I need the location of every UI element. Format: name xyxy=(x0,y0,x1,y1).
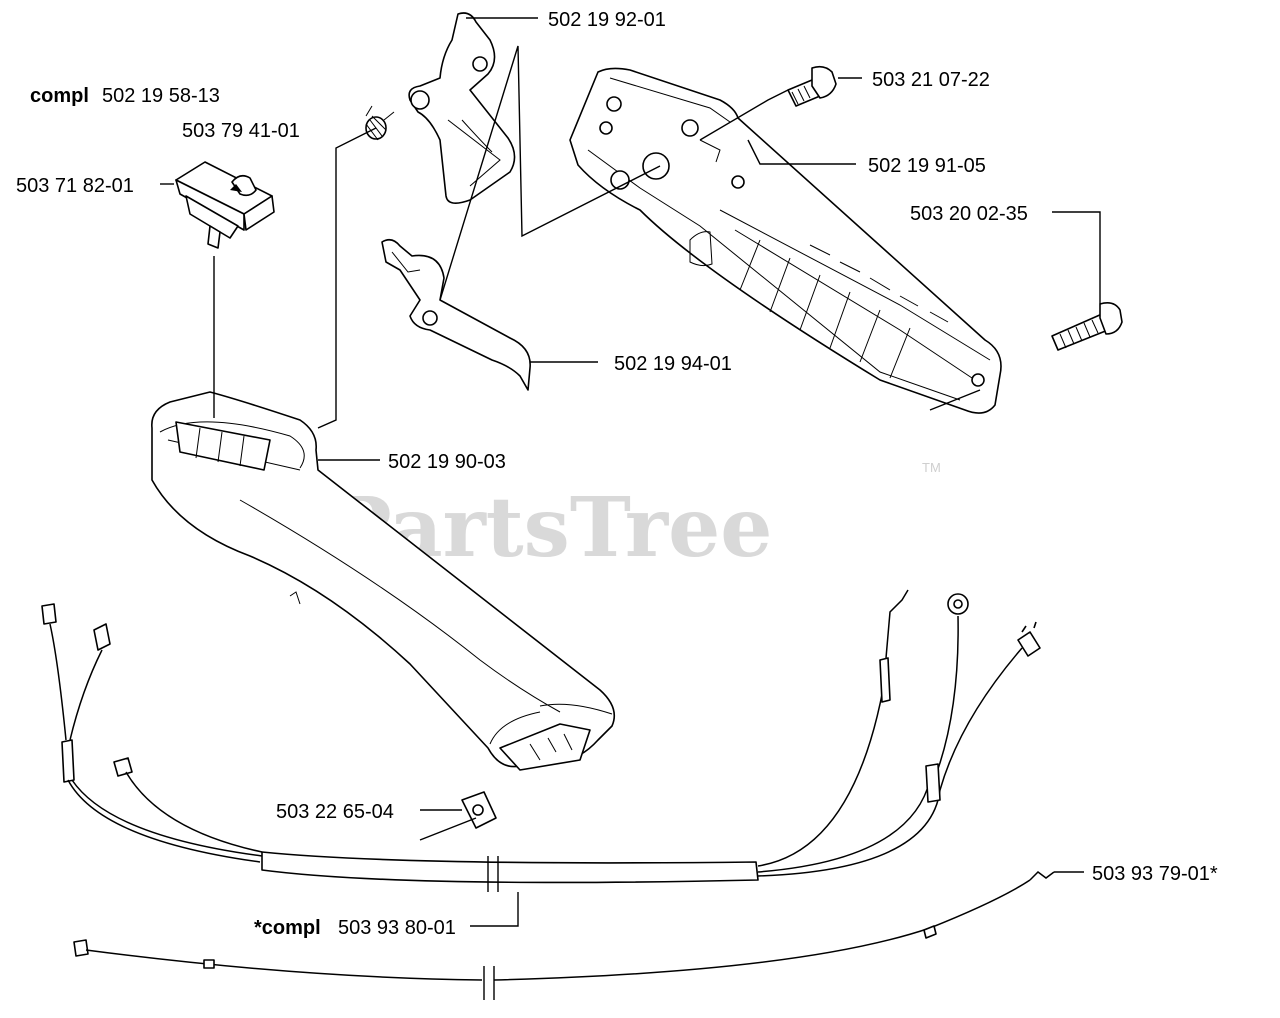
label-502-19-58-13: 502 19 58-13 xyxy=(102,85,220,107)
label-503-20-02-35: 503 20 02-35 xyxy=(910,203,1028,225)
label-502-19-94-01: 502 19 94-01 xyxy=(614,353,732,375)
part-labels: 502 19 92-01 compl 502 19 58-13 503 21 0… xyxy=(16,9,1218,939)
spring xyxy=(365,105,395,141)
nut xyxy=(461,791,497,829)
label-compl-prefix-502-19-58-13: compl xyxy=(30,85,89,107)
label-503-93-80-01: 503 93 80-01 xyxy=(338,917,456,939)
throttle-cable xyxy=(73,871,1055,1000)
label-503-22-65-04: 503 22 65-04 xyxy=(276,801,394,823)
label-503-71-82-01: 503 71 82-01 xyxy=(16,175,134,197)
label-503-79-41-01: 503 79 41-01 xyxy=(182,120,300,142)
handle-housing xyxy=(151,391,616,771)
label-502-19-90-03: 502 19 90-03 xyxy=(388,451,506,473)
handle-half-right xyxy=(569,67,1002,414)
label-502-19-91-05: 502 19 91-05 xyxy=(868,155,986,177)
throttle-lock-lever xyxy=(408,12,516,204)
leader-lines xyxy=(160,17,1101,927)
throttle-trigger xyxy=(381,238,531,391)
stop-switch xyxy=(175,161,275,249)
watermark-trademark: TM xyxy=(922,460,941,475)
label-compl-prefix-503-93-80-01: *compl xyxy=(254,917,321,939)
wire-harness xyxy=(41,589,1041,892)
label-503-93-79-01: 503 93 79-01* xyxy=(1092,863,1218,885)
screw-long xyxy=(1051,302,1123,351)
label-503-21-07-22: 503 21 07-22 xyxy=(872,69,990,91)
screw-short xyxy=(787,65,837,107)
label-502-19-92-01: 502 19 92-01 xyxy=(548,9,666,31)
